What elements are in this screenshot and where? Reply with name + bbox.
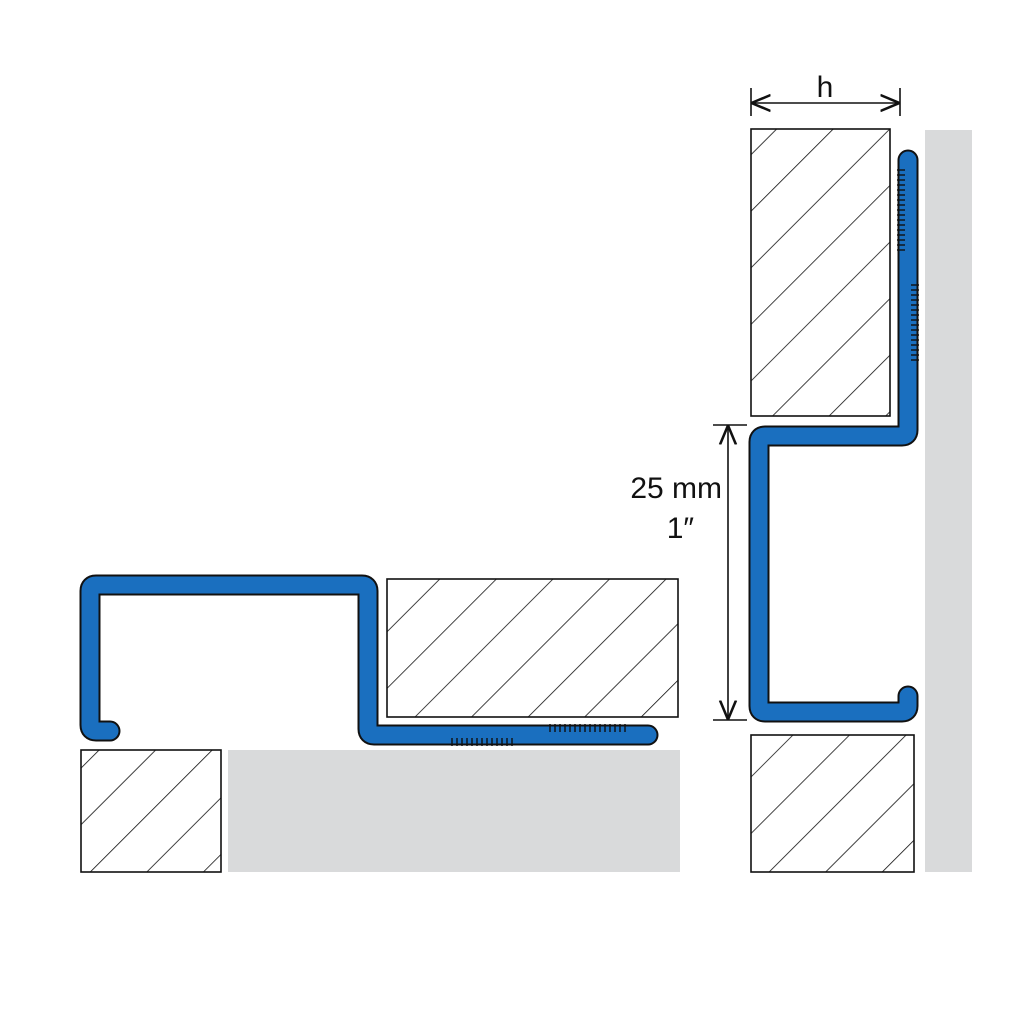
floor-substrate xyxy=(228,750,680,872)
wall-tile-lower-hatch xyxy=(750,734,915,873)
floor-tile-right-hatch xyxy=(386,578,679,718)
wall-profile-ribs xyxy=(897,169,919,361)
dimension-height-metric-label: 25 mm xyxy=(630,472,722,505)
dimension-height-imperial-label: 1″ xyxy=(667,512,695,545)
floor-profile xyxy=(81,576,657,744)
floor-profile-ribs xyxy=(451,724,626,746)
floor-tile-left-hatch xyxy=(80,749,222,873)
wall-profile xyxy=(750,151,917,721)
dimension-h-label: h xyxy=(817,71,834,104)
wall-substrate xyxy=(925,130,972,872)
dimension-height: 25 mm 1″ xyxy=(630,424,747,721)
wall-tile-upper-hatch xyxy=(750,128,891,417)
dimension-h: h xyxy=(750,71,901,116)
